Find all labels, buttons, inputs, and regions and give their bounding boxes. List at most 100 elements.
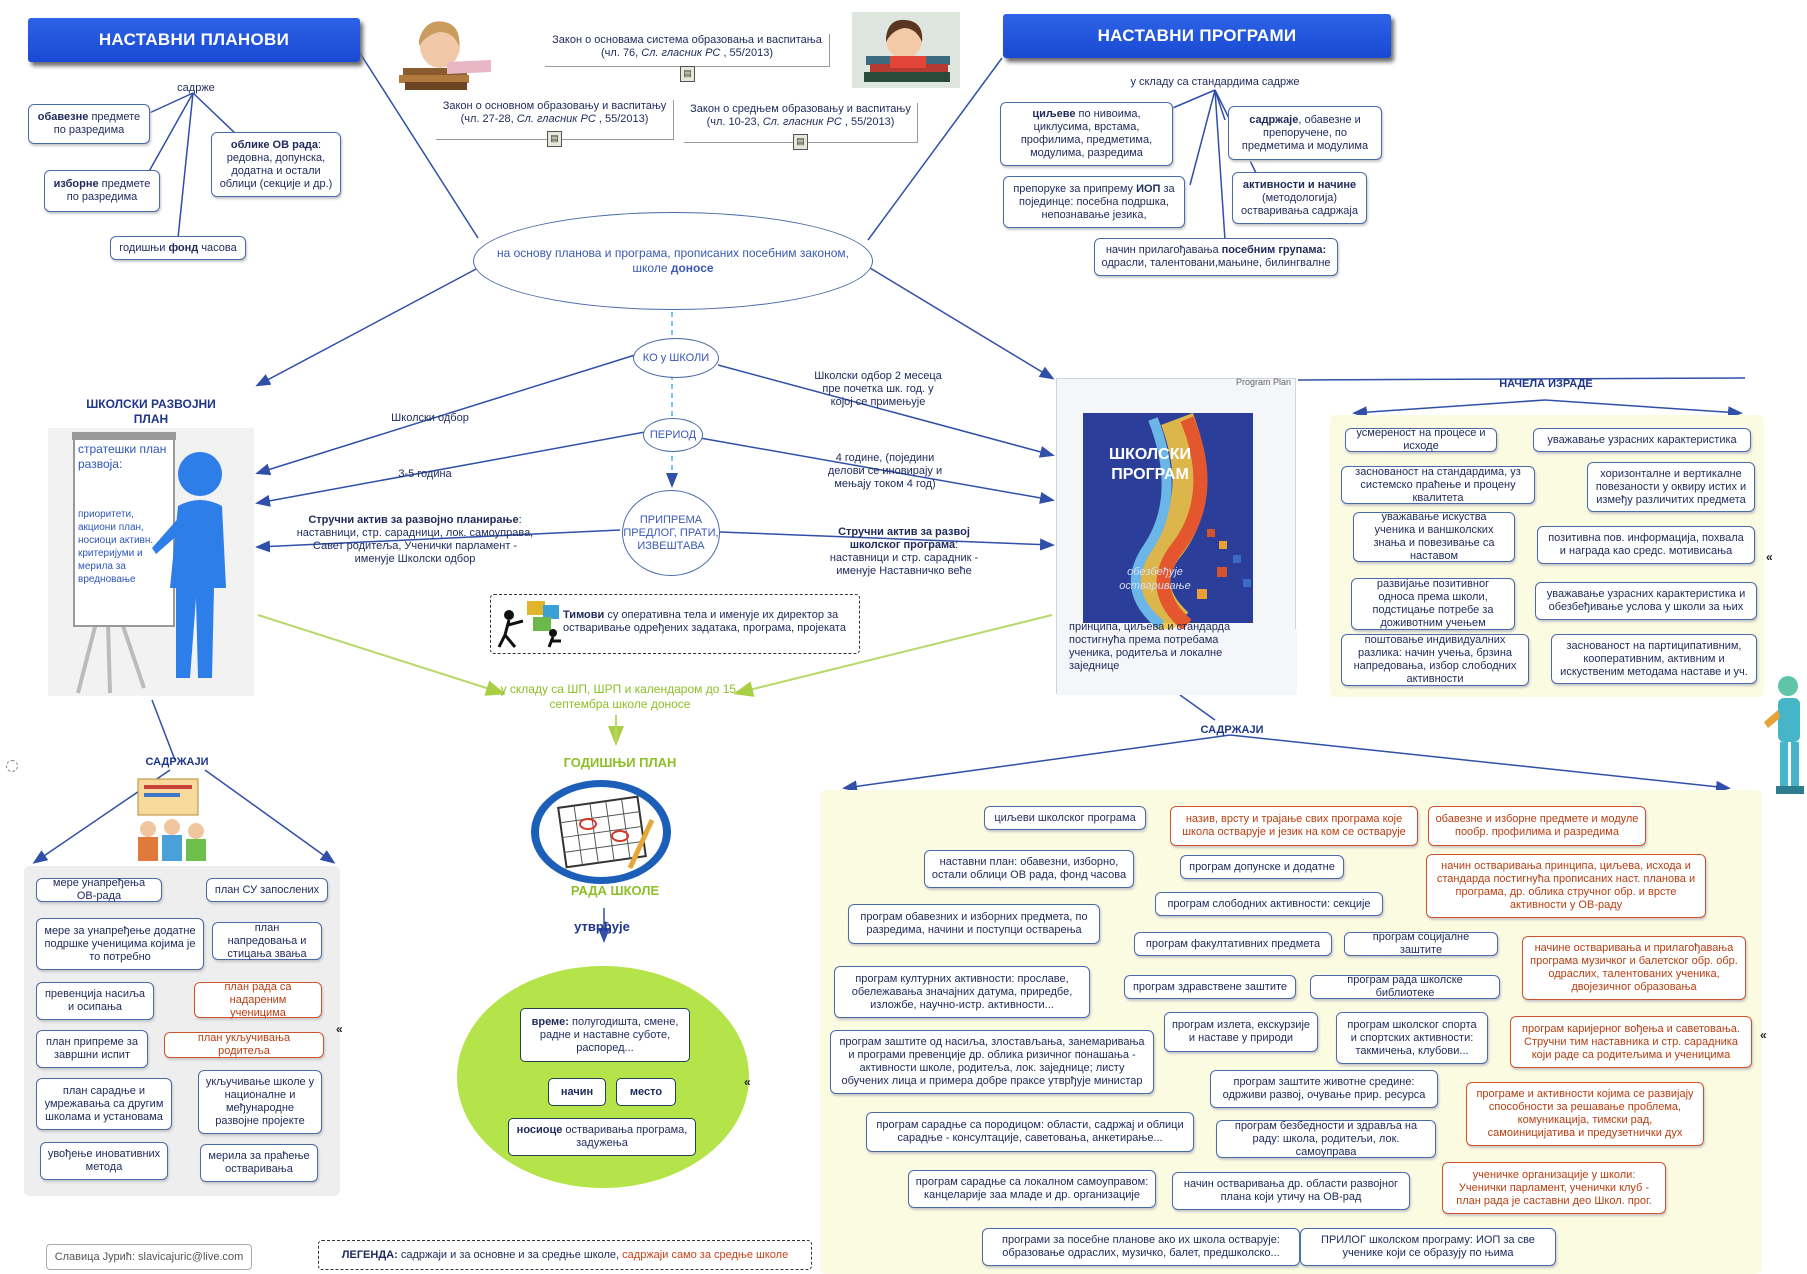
- programs-header: НАСТАВНИ ПРОГРАМИ: [1003, 14, 1391, 58]
- right-years-label: 4 године, (поједини делови се иновирају …: [827, 452, 943, 490]
- principle-8[interactable]: поштовање индивидуалних разлика: начин у…: [1341, 634, 1529, 686]
- child-with-books-photo: [395, 12, 505, 94]
- calendar-icon: [526, 772, 676, 892]
- robot-figure-icon: [1764, 672, 1807, 800]
- program-item-7[interactable]: програм културних активности: прославе, …: [834, 966, 1090, 1018]
- program-orange-item-1[interactable]: обавезне и изборне предмете и модуле поо…: [1428, 806, 1646, 846]
- programs-goals-node[interactable]: циљеве по нивоима, циклусима, врстама, п…: [1000, 102, 1173, 166]
- green-according-label: у складу са ШП, ШРП и календаром до 15. …: [500, 682, 740, 711]
- program-contents-title: САДРЖАЈИ: [1200, 724, 1264, 736]
- dev-plan-item-5[interactable]: план рада са надареним ученицима: [194, 981, 322, 1019]
- plans-forms-node[interactable]: облике ОВ рада: редовна, допунска, додат…: [211, 132, 341, 197]
- program-item-5[interactable]: програм факултативних предмета: [1134, 932, 1332, 956]
- programs-according-label: у складу са стандардима садрже: [1130, 76, 1300, 88]
- dev-plan-item-2[interactable]: мере за унапређење додатне подршке учени…: [36, 918, 204, 970]
- annual-how-node[interactable]: начин: [548, 1078, 606, 1106]
- program-item-3[interactable]: програм слободних активности: секције: [1155, 892, 1383, 916]
- principle-1[interactable]: уважавање узрасних карактеристика: [1533, 428, 1751, 452]
- law-basics-document-icon[interactable]: ▤: [680, 66, 695, 82]
- law-primary-document-icon[interactable]: ▤: [547, 131, 562, 147]
- program-orange-item-0[interactable]: назив, врсту и трајање свих програма кој…: [1170, 806, 1418, 846]
- principle-6[interactable]: развијање позитивног односа према школи,…: [1351, 578, 1515, 630]
- principle-9[interactable]: заснованост на партиципативним, кооперат…: [1551, 634, 1757, 684]
- author-credit: Славица Јурић: slavicajuric@live.com: [46, 1244, 252, 1270]
- annual-place-node[interactable]: место: [616, 1078, 676, 1106]
- program-item-2[interactable]: програм допунске и додатне: [1180, 855, 1344, 879]
- dev-plan-item-0[interactable]: мере унапређења ОВ-рада: [36, 877, 162, 902]
- programs-iop-node[interactable]: препоруке за припрему ИОП за појединце: …: [1003, 176, 1185, 228]
- annual-plan-subtitle: РАДА ШКОЛЕ: [570, 883, 660, 898]
- school-program-cover[interactable]: Program Plan ШКОЛСКИ ПРОГРАМ обезбеђује …: [1056, 377, 1297, 695]
- program-item-19[interactable]: ПРИЛОГ школском програму: ИОП за све уче…: [1300, 1228, 1556, 1266]
- program-orange-item-4[interactable]: програм каријерног вођења и саветовања. …: [1510, 1016, 1752, 1068]
- program-contents-collapse-button[interactable]: «: [1760, 1028, 1767, 1042]
- plans-contains-label: садрже: [177, 82, 215, 94]
- focus-toggle-icon[interactable]: [6, 760, 18, 772]
- principles-collapse-button[interactable]: «: [1766, 550, 1773, 564]
- who-in-school-node[interactable]: КО у ШКОЛИ: [633, 338, 719, 378]
- teams-box[interactable]: Тимови су оперативна тела и именује их д…: [490, 594, 860, 654]
- program-item-14[interactable]: програм сарадње са породицом: области, с…: [866, 1112, 1194, 1152]
- law-basics-box: Закон о основама система образовања и ва…: [545, 34, 830, 67]
- program-item-1[interactable]: наставни план: обавезни, изборно, остали…: [924, 850, 1134, 888]
- program-orange-item-3[interactable]: начине остваривања и прилагођавања прогр…: [1522, 936, 1746, 1000]
- flipchart-title: стратешки план развоја:: [78, 442, 167, 471]
- plans-header: НАСТАВНИ ПЛАНОВИ: [28, 18, 360, 62]
- annual-collapse-button[interactable]: «: [744, 1075, 751, 1089]
- principle-4[interactable]: уважавање искуства ученика и ваншколских…: [1353, 511, 1515, 562]
- programs-groups-node[interactable]: начин прилагођавања посебним групама: од…: [1094, 238, 1338, 276]
- dev-plan-title: ШКОЛСКИ РАЗВОЈНИ ПЛАН: [86, 397, 216, 426]
- program-item-12[interactable]: програм школског спорта и спортских акти…: [1336, 1012, 1488, 1064]
- program-item-17[interactable]: начин остваривања др. области развојног …: [1172, 1172, 1410, 1210]
- dev-plan-item-4[interactable]: превенција насиља и осипања: [36, 982, 154, 1020]
- dev-plan-item-8[interactable]: план сарадње и умрежавања са другим школ…: [36, 1078, 172, 1130]
- programs-content-node[interactable]: садржаје, обавезне и препоручене, по пре…: [1228, 106, 1382, 160]
- child-on-books-photo: [852, 12, 960, 88]
- program-item-6[interactable]: програм социјалне заштите: [1344, 931, 1498, 956]
- left-board-label: Школски одбор: [391, 412, 469, 424]
- dev-plan-item-1[interactable]: план СУ запослених: [206, 878, 328, 902]
- right-board-label: Школски одбор 2 месеца пре почетка шк. г…: [814, 370, 942, 408]
- dev-plan-item-9[interactable]: укључивање школе у националне и међунаро…: [198, 1070, 322, 1134]
- program-item-13[interactable]: програм заштите животне средине: одрживи…: [1210, 1070, 1438, 1108]
- period-node[interactable]: ПЕРИОД: [643, 418, 703, 452]
- annual-time-node[interactable]: време: полугодишта, смене, радне и наста…: [520, 1008, 690, 1062]
- plans-elective-node[interactable]: изборне предмете по разредима: [44, 170, 160, 212]
- program-item-18[interactable]: програми за посебне планове ако их школа…: [982, 1228, 1300, 1266]
- program-orange-item-2[interactable]: начин остваривања принципа, циљева, исхо…: [1426, 854, 1706, 918]
- dev-plan-item-11[interactable]: мерила за праћење остваривања: [200, 1144, 318, 1182]
- dev-plan-contents-label: САДРЖАЈИ: [145, 756, 209, 768]
- prepare-node[interactable]: ПРИПРЕМА ПРЕДЛОГ, ПРАТИ, ИЗВЕШТАВА: [622, 490, 720, 576]
- programs-activities-node[interactable]: активности и начине (методологија) оства…: [1232, 172, 1367, 224]
- law-secondary-document-icon[interactable]: ▤: [793, 134, 808, 150]
- meeting-people-icon: [130, 775, 220, 863]
- principle-5[interactable]: позитивна пов. информација, похвала и на…: [1537, 526, 1755, 564]
- program-item-11[interactable]: програм излета, екскурзије и наставе у п…: [1164, 1012, 1318, 1052]
- program-orange-item-5[interactable]: програме и активности којима се развијај…: [1466, 1082, 1704, 1146]
- principle-7[interactable]: уважавање узрасних карактеристика и обез…: [1535, 582, 1757, 620]
- principle-3[interactable]: хоризонталне и вертикалне повезаности у …: [1587, 462, 1755, 512]
- dev-plan-item-6[interactable]: план припреме за завршни испит: [36, 1030, 148, 1068]
- program-item-16[interactable]: програм сарадње са локалном самоуправом:…: [908, 1170, 1156, 1208]
- dev-plan-item-10[interactable]: увођење иновативних метода: [40, 1142, 168, 1180]
- program-item-4[interactable]: програм обавезних и изборних предмета, п…: [848, 904, 1100, 944]
- annual-carriers-node[interactable]: носиоце остваривања програма, задужења: [508, 1118, 696, 1156]
- program-orange-item-6[interactable]: ученичке организације у школи: Ученички …: [1442, 1162, 1666, 1214]
- program-item-10[interactable]: програм заштите од насиља, злостављања, …: [830, 1030, 1154, 1094]
- program-item-0[interactable]: циљеви школског програма: [984, 806, 1146, 830]
- principle-0[interactable]: усмереност на процесе и исходе: [1345, 427, 1497, 452]
- dev-plan-item-7[interactable]: план укључивања родитеља: [164, 1032, 324, 1058]
- plans-fund-node[interactable]: годишњи фонд часова: [110, 236, 246, 260]
- cover-header-label: Program Plan: [1235, 377, 1291, 387]
- teams-label: Тимови су оперативна тела и именује их д…: [563, 609, 846, 634]
- program-item-8[interactable]: програм здравствене заштите: [1124, 975, 1296, 999]
- plans-mandatory-node[interactable]: обавезне предмете по разредима: [28, 104, 150, 144]
- dev-plan-item-3[interactable]: план напредовања и стицања звања: [212, 922, 322, 960]
- principle-2[interactable]: заснованост на стандардима, уз системско…: [1341, 466, 1535, 504]
- cover-title: ШКОЛСКИ ПРОГРАМ: [1109, 446, 1191, 483]
- center-ellipse[interactable]: на основу планова и програма, прописаних…: [473, 212, 873, 310]
- dev-plan-illustration: стратешки план развоја: приоритети, акци…: [48, 428, 254, 696]
- program-item-15[interactable]: програм безбедности и здравља на раду: ш…: [1216, 1120, 1436, 1158]
- dev-plan-collapse-button[interactable]: «: [336, 1022, 343, 1036]
- program-item-9[interactable]: програм рада школске библиотеке: [1310, 974, 1500, 999]
